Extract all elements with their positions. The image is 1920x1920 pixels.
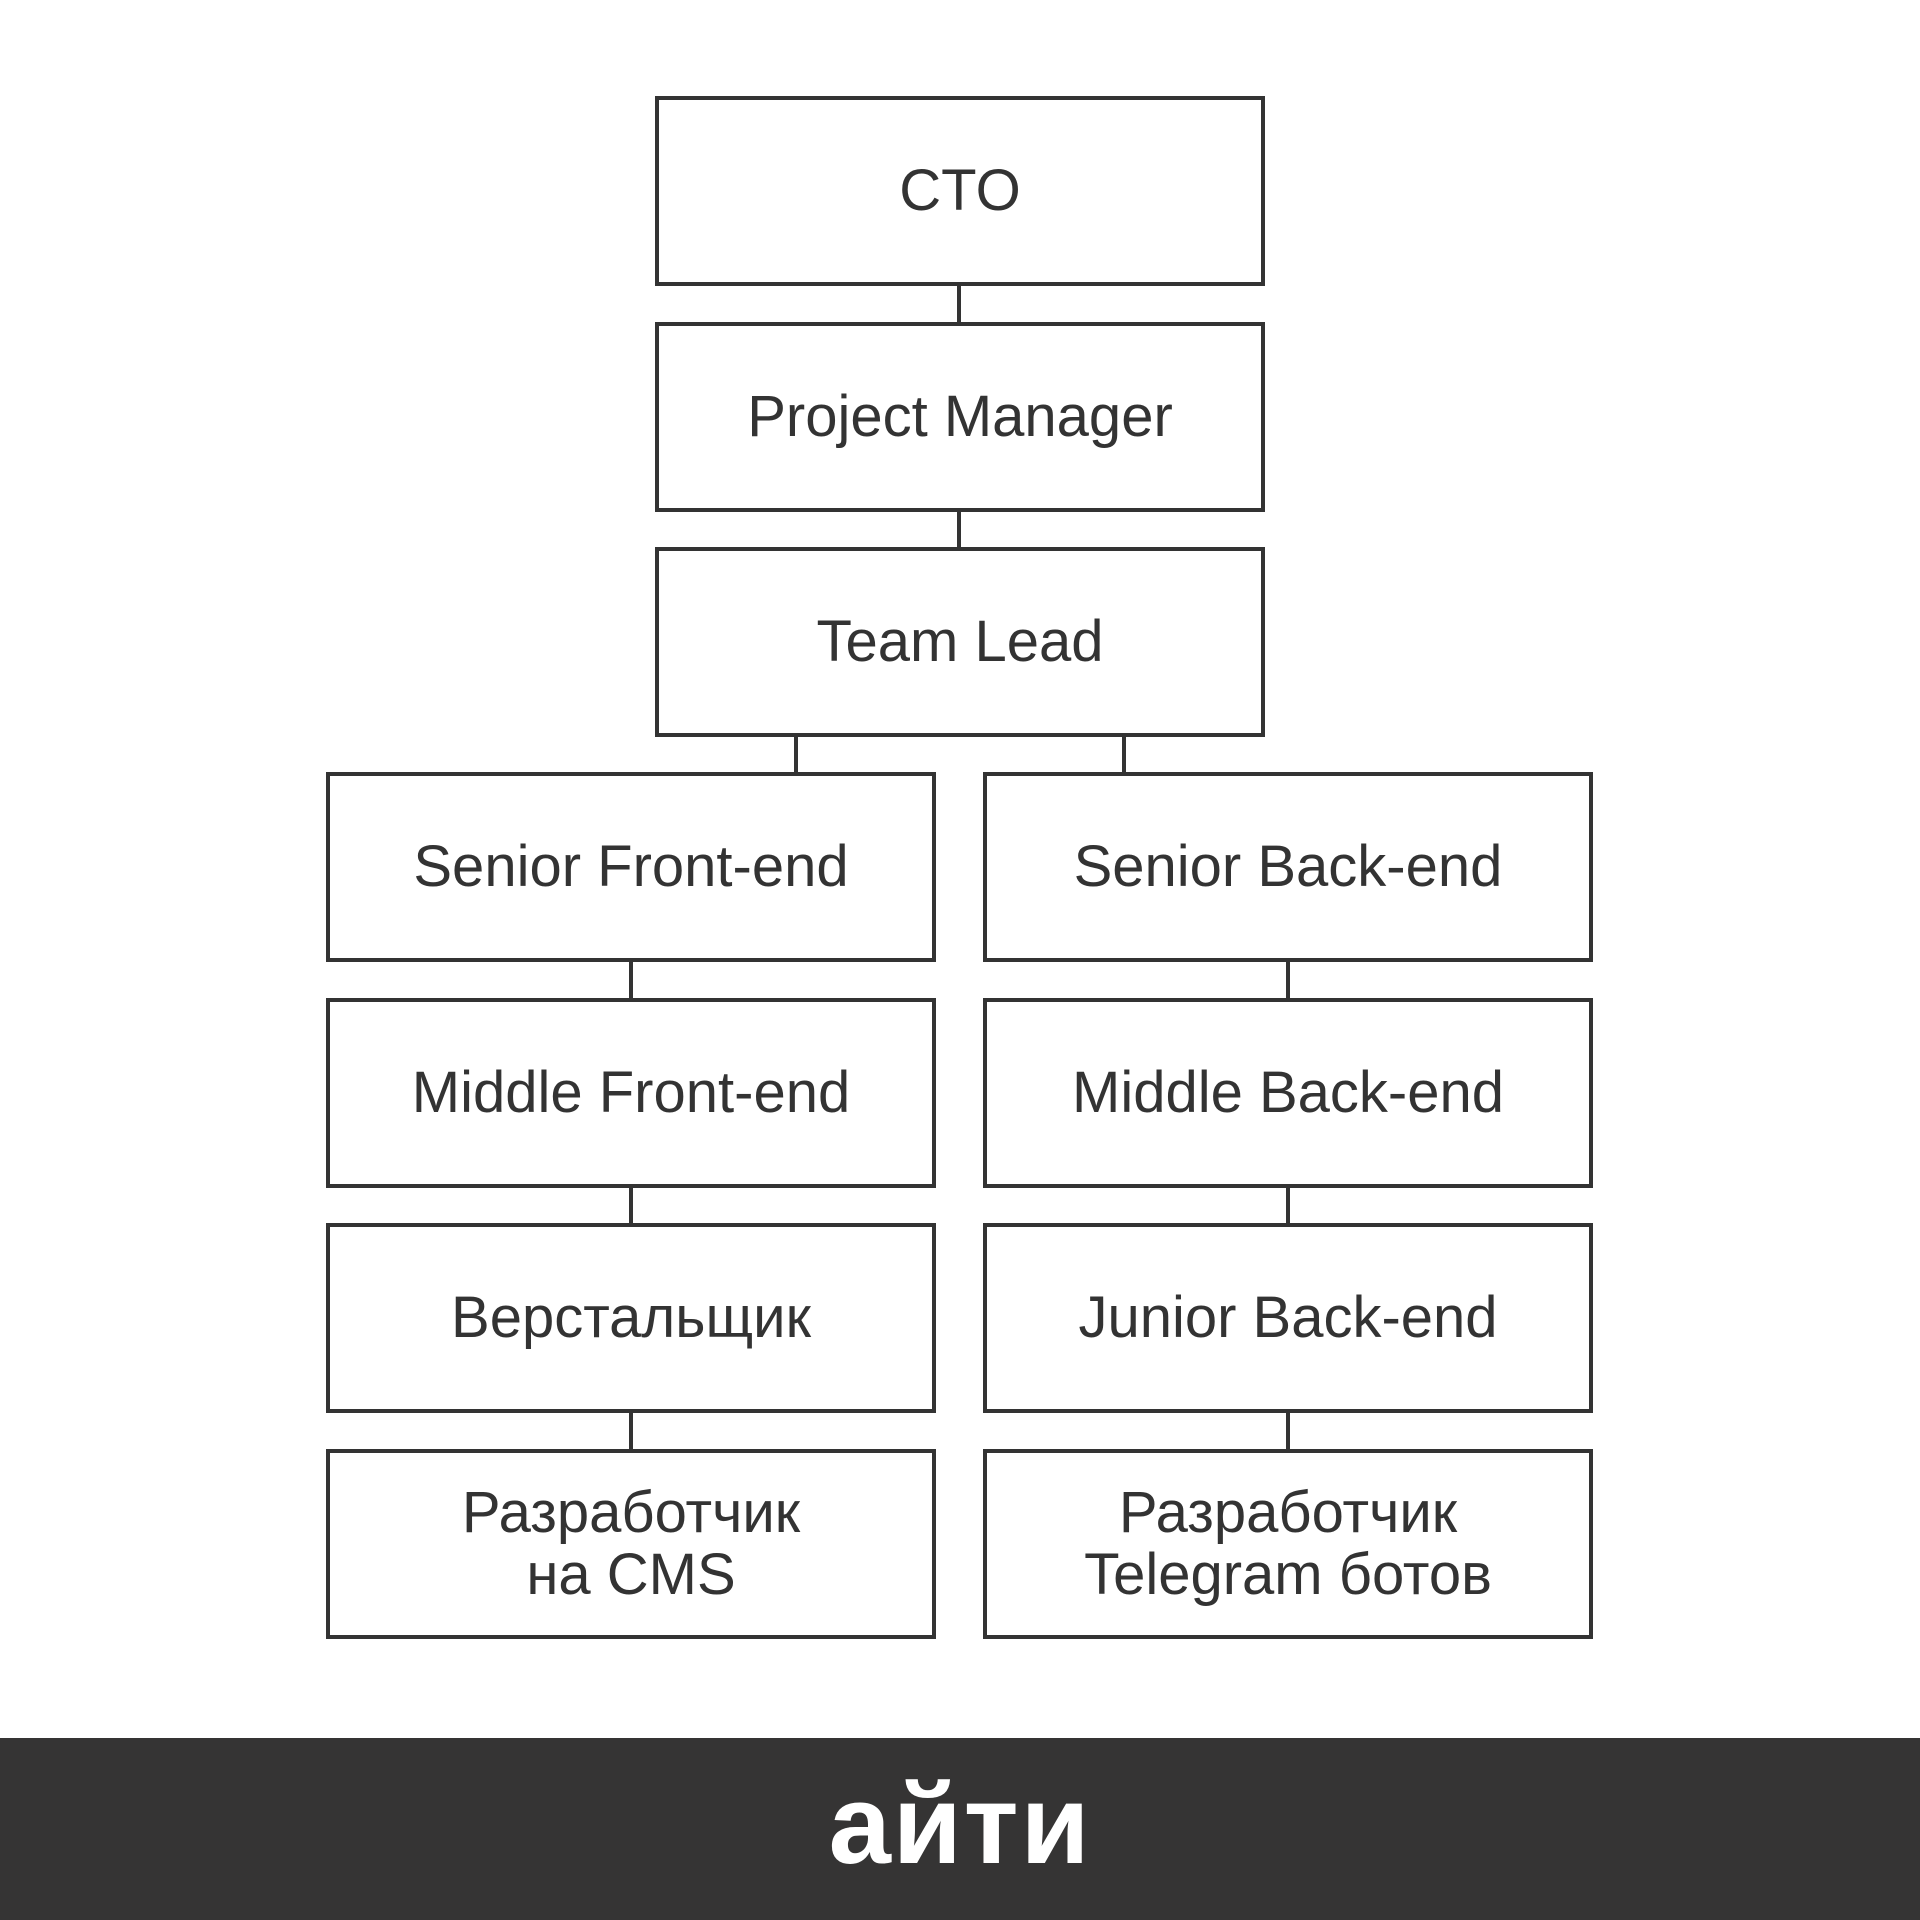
- node-telegram-bot-developer: Разработчик Telegram ботов: [983, 1449, 1593, 1639]
- connector-verstalshchik-cms: [629, 1411, 633, 1451]
- node-senior-back-end: Senior Back-end: [983, 772, 1593, 962]
- footer-bar: айти: [0, 1738, 1920, 1920]
- brand-logo-text: айти: [828, 1762, 1092, 1887]
- connector-teamlead-senior-front: [794, 734, 798, 774]
- node-verstalshchik: Верстальщик: [326, 1223, 936, 1413]
- node-middle-back-end: Middle Back-end: [983, 998, 1593, 1188]
- connector-senior-middle-front: [629, 960, 633, 1000]
- node-cto: CTO: [655, 96, 1265, 286]
- connector-teamlead-senior-back: [1122, 734, 1126, 774]
- connector-middle-verstalshchik: [629, 1185, 633, 1225]
- connector-senior-middle-back: [1286, 960, 1290, 1000]
- connector-cto-pm: [957, 284, 961, 324]
- connector-middle-junior-back: [1286, 1185, 1290, 1225]
- node-cms-developer: Разработчик на CMS: [326, 1449, 936, 1639]
- node-junior-back-end: Junior Back-end: [983, 1223, 1593, 1413]
- connector-junior-telegram: [1286, 1411, 1290, 1451]
- connector-pm-teamlead: [957, 509, 961, 549]
- node-middle-front-end: Middle Front-end: [326, 998, 936, 1188]
- node-senior-front-end: Senior Front-end: [326, 772, 936, 962]
- node-project-manager: Project Manager: [655, 322, 1265, 512]
- node-team-lead: Team Lead: [655, 547, 1265, 737]
